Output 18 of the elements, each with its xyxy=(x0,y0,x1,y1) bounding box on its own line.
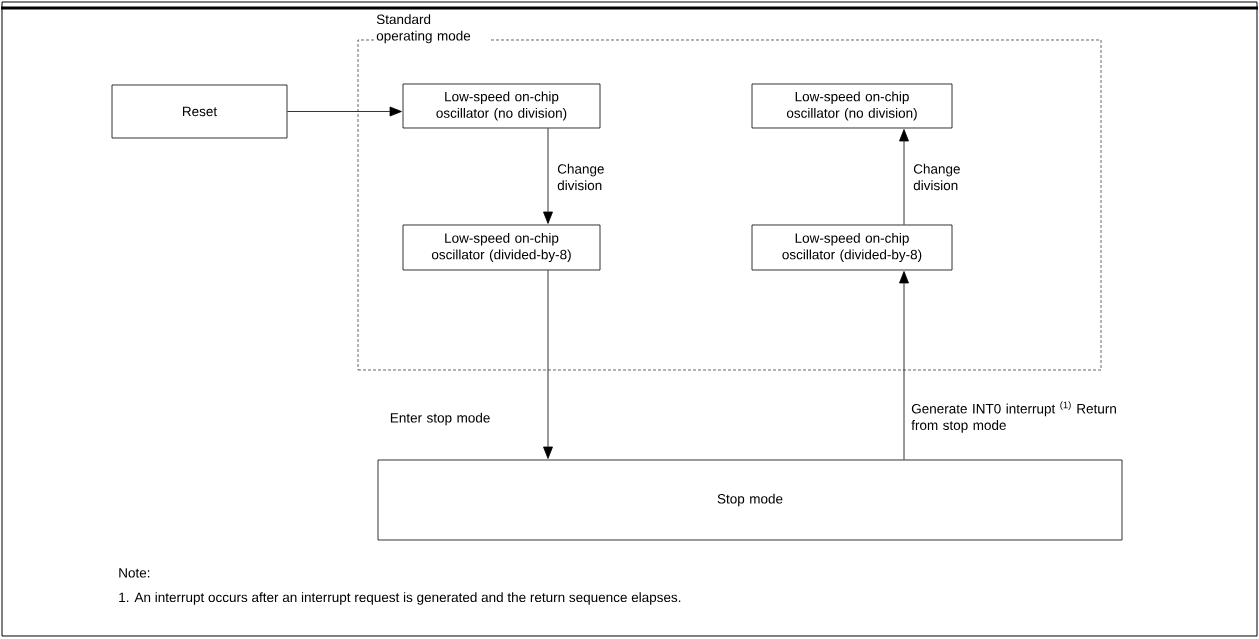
process-box: Stop mode xyxy=(377,459,1123,541)
arrow xyxy=(543,270,553,459)
process-box: Low-speed on-chip oscillator (divided-by-8) xyxy=(402,224,601,271)
process-box: Low-speed on-chip oscillator (divided-by-8) xyxy=(751,224,953,271)
process-box: Low-speed on-chip oscillator (no division) xyxy=(402,83,601,129)
note-text: 1. An interrupt occurs after an interrupt request is generated and the return sequence elapses. xyxy=(119,592,681,605)
arrow xyxy=(899,271,909,460)
arrow xyxy=(287,106,402,117)
process-box: Reset xyxy=(111,84,288,139)
edge-label: Change division xyxy=(557,163,604,191)
edge-label: Generate INT0 interrupt $^{(1)}$ Return from stop mode xyxy=(911,401,1116,433)
arrow xyxy=(543,128,553,224)
edge-label: Change division xyxy=(913,163,960,191)
edge-label: Enter stop mode xyxy=(390,412,490,426)
process-box: Low-speed on-chip oscillator (no division) xyxy=(751,83,953,129)
node-label: Standard xyxy=(376,14,431,25)
note-heading: Note: xyxy=(119,568,150,578)
arrow xyxy=(899,129,909,225)
